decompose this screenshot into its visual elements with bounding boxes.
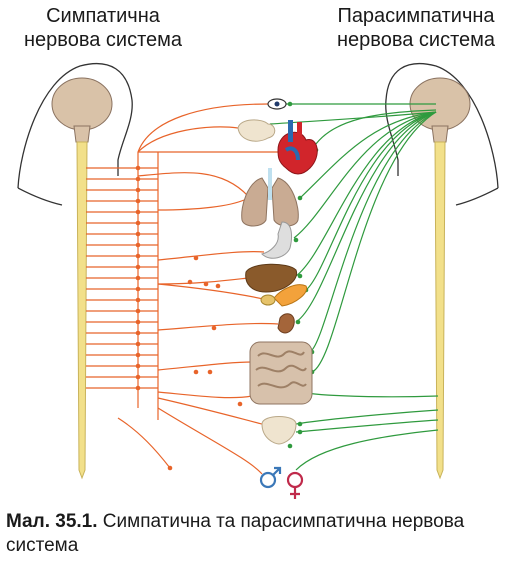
ganglion-dot [135, 374, 141, 380]
ganglion-dot [135, 286, 141, 292]
para-pancreas [305, 111, 437, 291]
bladder-icon [261, 416, 297, 445]
para-ganglion [287, 443, 293, 449]
branch-kidney [157, 322, 279, 331]
sympathetic-nerves [86, 103, 280, 475]
ganglion-dot [135, 363, 141, 369]
prevertebral-ganglion [193, 255, 199, 261]
ganglion-dot [135, 242, 141, 248]
liver-pancreas-icon [245, 263, 308, 307]
ganglion-dot [135, 176, 141, 182]
para-liver [295, 111, 437, 277]
para-sacral-2 [295, 409, 439, 425]
para-ganglion [295, 319, 301, 325]
sympathetic-label-line1: Симпатична [46, 5, 160, 27]
branch-liver [157, 277, 249, 285]
para-intestine-2 [311, 111, 437, 373]
branch-lower [117, 417, 171, 469]
prevertebral-ganglion [207, 369, 213, 375]
sympathetic-label: Симпатична нервова система [8, 4, 198, 52]
branch-bladder [157, 397, 263, 425]
branch-eye [137, 103, 269, 153]
branch-reproductive [157, 407, 263, 475]
prevertebral-ganglion [215, 283, 221, 289]
prevertebral-ganglion [193, 369, 199, 375]
ganglion-dot [167, 465, 173, 471]
ganglion-dot [135, 297, 141, 303]
ganglion-dot [135, 275, 141, 281]
figure-caption: Мал. 35.1. Симпатична та парасимпатична … [6, 510, 514, 558]
branch-salivary [137, 126, 239, 153]
para-ganglion [297, 421, 303, 427]
caption-number: Мал. 35.1. [6, 511, 98, 532]
male-symbol-icon [259, 466, 282, 489]
ganglion-dot [135, 231, 141, 237]
heart-icon [277, 120, 318, 175]
stomach-icon [261, 221, 293, 259]
adrenal-kidney-icon [277, 313, 295, 334]
ganglion-dot [135, 198, 141, 204]
ganglion-dot [135, 165, 141, 171]
sympathetic-label-line2: нервова система [24, 29, 182, 51]
ganglion-dot [135, 330, 141, 336]
ganglion-dot [135, 352, 141, 358]
lungs-icon [241, 168, 299, 227]
ganglion-dot [135, 308, 141, 314]
salivary-gland [237, 119, 276, 142]
parasympathetic-label-line1: Парасимпатична [337, 5, 495, 27]
intestines-icon [249, 341, 313, 405]
para-lungs [299, 111, 437, 199]
branch-lungs [137, 172, 249, 197]
left-brain [51, 77, 113, 131]
para-ganglion [297, 195, 303, 201]
branch-lungs-2 [157, 199, 245, 211]
eye-icon [267, 98, 287, 110]
prevertebral-ganglion [203, 281, 209, 287]
female-symbol-icon [286, 471, 304, 499]
branch-intestine [157, 361, 253, 371]
para-ganglion [297, 429, 303, 435]
right-brain-stem [431, 125, 449, 143]
para-sacral-3 [295, 419, 439, 433]
ganglion-dot [135, 253, 141, 259]
ganglion-dot [135, 319, 141, 325]
prevertebral-ganglion [237, 401, 243, 407]
caption-text: Симпатична та парасимпатична нервова сис… [6, 511, 465, 556]
para-heart [311, 109, 437, 151]
para-kidney [295, 111, 437, 323]
parasympathetic-label: Парасимпатична нервова система [316, 4, 516, 52]
right-spinal-cord [434, 141, 446, 480]
parasympathetic-label-line2: нервова система [337, 29, 495, 51]
para-sacral-1 [299, 391, 439, 398]
para-ganglion [293, 237, 299, 243]
ganglion-dot [135, 385, 141, 391]
para-reproductive [295, 429, 439, 471]
ganglion-dot [135, 264, 141, 270]
left-brain-stem [73, 125, 91, 143]
prevertebral-ganglion [211, 325, 217, 331]
para-ganglion [287, 101, 293, 107]
ganglion-dot [135, 209, 141, 215]
para-intestine [311, 111, 437, 351]
branch-intestine-2 [157, 391, 253, 399]
nervous-system-diagram [17, 62, 499, 499]
ganglion-dot [135, 187, 141, 193]
ganglion-dot [135, 341, 141, 347]
left-spinal-cord [76, 141, 88, 480]
prevertebral-ganglion [187, 279, 193, 285]
para-stomach [293, 111, 437, 239]
para-ganglion [297, 273, 303, 279]
branch-stomach [157, 251, 265, 261]
right-body-outline [385, 62, 499, 206]
left-body-outline [17, 62, 133, 206]
ganglion-dot [135, 220, 141, 226]
